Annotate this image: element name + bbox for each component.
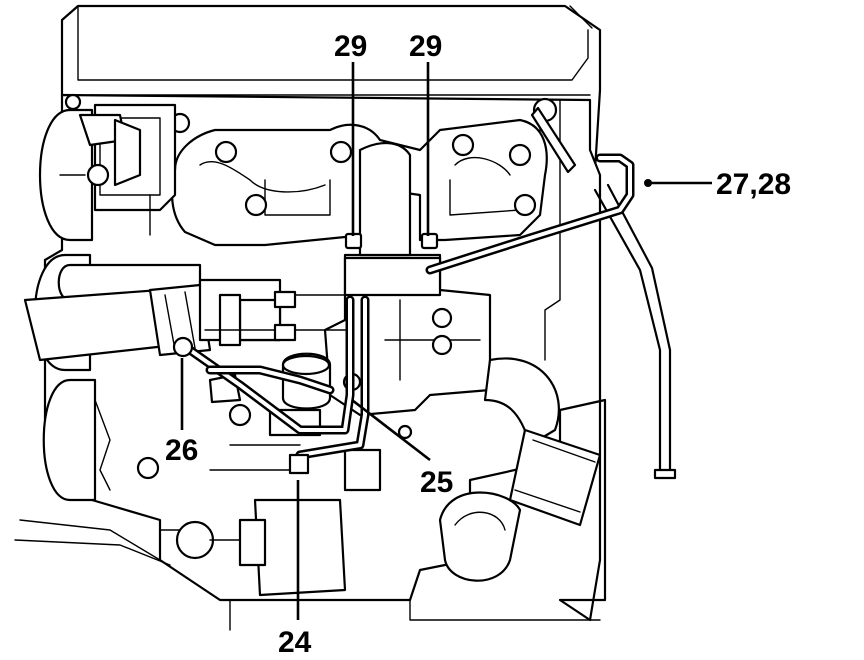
leader-25 (351, 398, 431, 462)
leader-27-28-dot (644, 179, 652, 187)
fuel-filter (159, 498, 347, 597)
intake-hose (23, 263, 282, 362)
callout-29-left: 29 (334, 30, 367, 63)
callout-25: 25 (420, 466, 453, 499)
turbo-pipe (438, 106, 677, 582)
callout-29-right: 29 (409, 30, 442, 63)
fuel-lines (172, 153, 635, 475)
callout-26: 26 (165, 434, 198, 467)
throttle-assembly (59, 103, 177, 236)
callout-27-28: 27,28 (716, 168, 791, 201)
callout-24: 24 (278, 626, 312, 659)
